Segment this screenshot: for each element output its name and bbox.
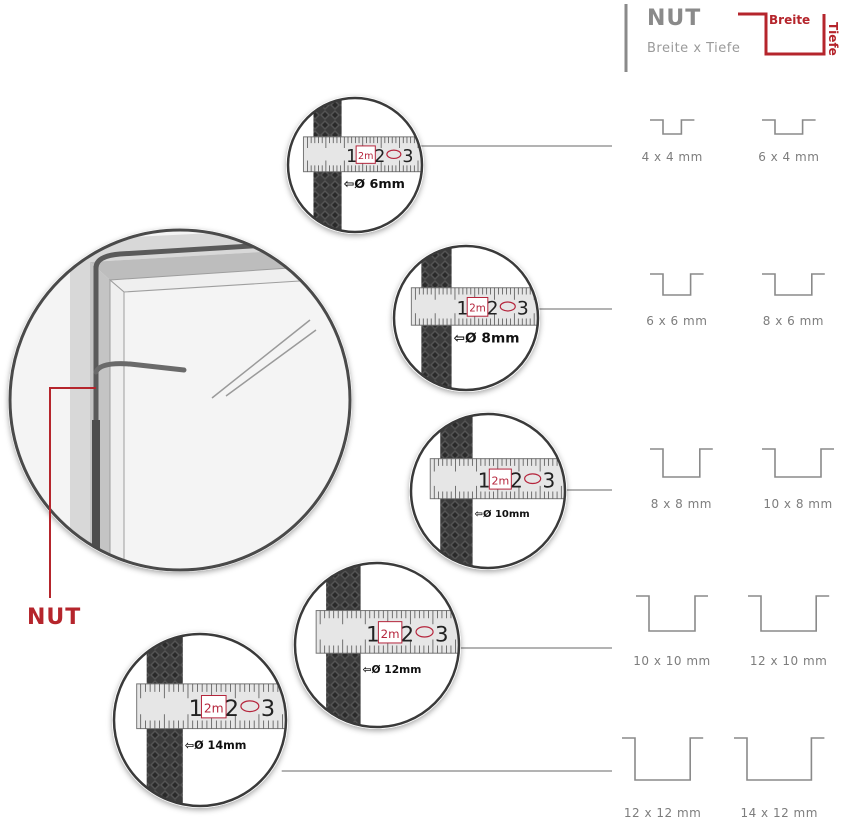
tape-unit-label: 2m xyxy=(381,627,400,641)
tape-number: 2 xyxy=(225,696,239,722)
tape-number: 2 xyxy=(510,468,523,492)
groove-size-label: 6 x 6 mm xyxy=(646,314,708,328)
groove-size-label: 10 x 8 mm xyxy=(763,497,833,511)
groove-profile xyxy=(650,119,695,135)
tape-unit-label: 2m xyxy=(469,303,486,315)
header-title: NUT xyxy=(647,6,702,31)
tape-unit-label: 2m xyxy=(491,474,509,487)
groove-size-label: 4 x 4 mm xyxy=(641,150,703,164)
groove-profile xyxy=(622,737,704,781)
tape-number: 3 xyxy=(435,622,449,647)
tape-unit-label: 2m xyxy=(204,702,224,716)
groove-size-label: 12 x 12 mm xyxy=(623,806,702,820)
groove-profile xyxy=(650,273,704,296)
groove-size-label: 14 x 12 mm xyxy=(740,806,818,820)
groove-profile xyxy=(650,448,713,478)
tape-number: 1 xyxy=(189,696,203,722)
nut-label: NUT xyxy=(27,605,82,630)
tape-number: 3 xyxy=(517,299,529,320)
groove-size-label: 8 x 8 mm xyxy=(650,497,712,511)
legend-width-label: Breite xyxy=(769,13,811,27)
nut-callout-line xyxy=(49,387,96,598)
groove-size-label: 6 x 4 mm xyxy=(758,150,820,164)
tape-number: 1 xyxy=(366,622,380,647)
groove-size-label: 10 x 10 mm xyxy=(633,654,711,668)
groove-size-label: 12 x 10 mm xyxy=(749,654,828,668)
legend-depth-label: Tiefe xyxy=(826,22,840,56)
groove-profile xyxy=(762,448,834,478)
diameter-label: ⇦Ø 6mm xyxy=(344,177,405,192)
groove-profile xyxy=(762,119,816,135)
tape-number: 1 xyxy=(478,468,491,492)
tape-number: 2 xyxy=(374,147,385,167)
tape-number: 1 xyxy=(346,147,357,167)
tape-number: 3 xyxy=(542,468,555,492)
tape-number: 1 xyxy=(456,299,468,320)
groove-size-label: 8 x 6 mm xyxy=(762,314,824,328)
groove-profile xyxy=(748,595,830,632)
door-detail-magnifier xyxy=(8,228,352,572)
tape-number: 2 xyxy=(401,622,415,647)
groove-profile xyxy=(762,273,825,296)
groove-profile xyxy=(734,737,825,781)
diameter-label: ⇦Ø 8mm xyxy=(454,330,520,346)
groove-profile xyxy=(636,595,708,632)
groove-legend-shape xyxy=(738,12,826,56)
diameter-label: ⇦Ø 10mm xyxy=(475,508,530,520)
tape-number: 3 xyxy=(402,147,413,167)
header-subtitle: Breite x Tiefe xyxy=(647,41,741,56)
tape-number: 3 xyxy=(261,696,275,722)
tape-unit-label: 2m xyxy=(358,151,373,162)
diameter-label: ⇦Ø 12mm xyxy=(363,663,422,676)
diameter-label: ⇦Ø 14mm xyxy=(185,739,247,752)
tape-number: 2 xyxy=(487,299,499,320)
